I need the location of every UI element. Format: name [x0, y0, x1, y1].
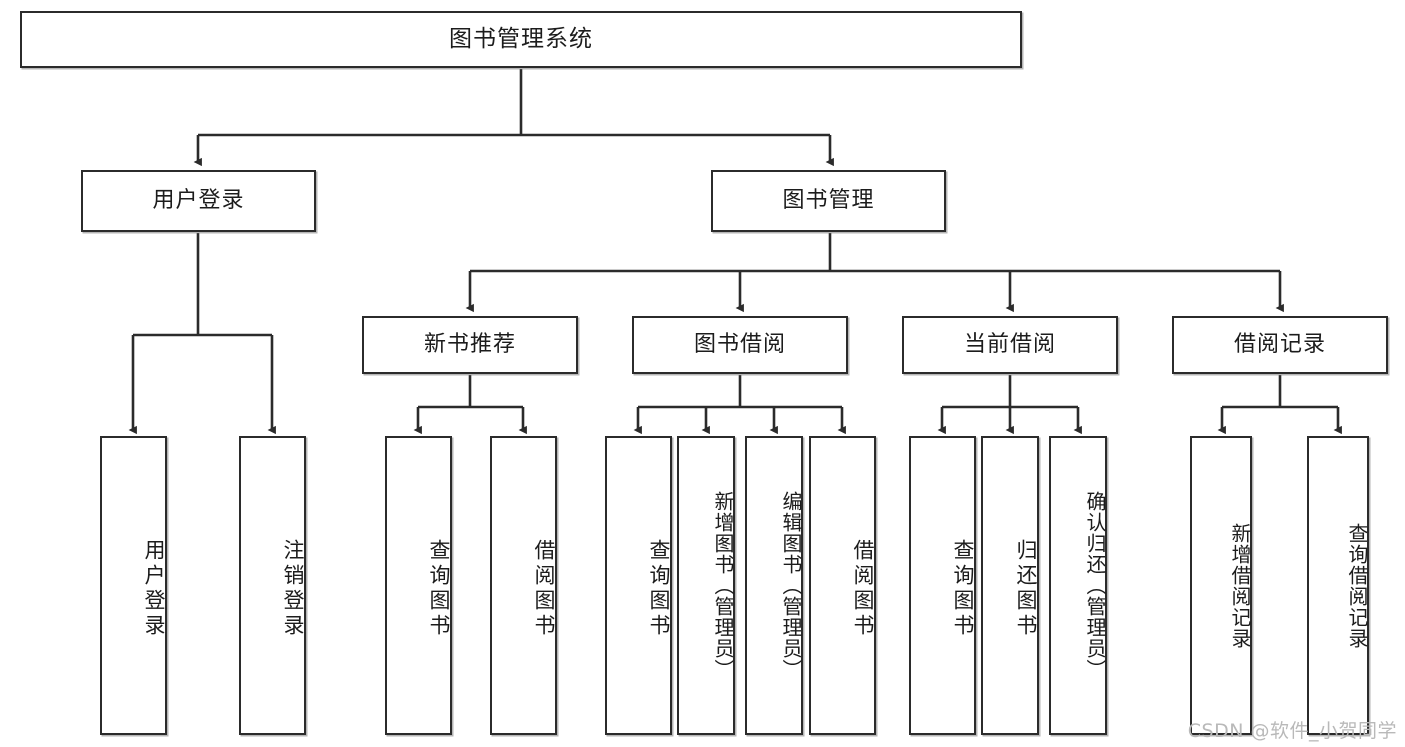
node-leaf-return-book[interactable]: 归还图书	[981, 436, 1039, 735]
node-leaf-query-book-2-label: 查询图书	[647, 538, 671, 639]
node-leaf-query-book-2[interactable]: 查询图书	[605, 436, 672, 735]
node-leaf-return-book-label: 归还图书	[1014, 538, 1038, 639]
node-leaf-confirm-return[interactable]: 确认归还（管理员）	[1049, 436, 1107, 735]
node-leaf-query-record[interactable]: 查询借阅记录	[1307, 436, 1369, 735]
node-leaf-query-book-1-label: 查询图书	[427, 538, 451, 639]
node-leaf-borrow-book-1[interactable]: 借阅图书	[490, 436, 557, 735]
node-leaf-add-record[interactable]: 新增借阅记录	[1190, 436, 1252, 735]
node-book-management-label: 图书管理	[782, 187, 875, 213]
node-book-borrow-label: 图书借阅	[693, 331, 786, 357]
node-book-management[interactable]: 图书管理	[711, 170, 946, 232]
csdn-watermark: CSDN @软件_小贺同学	[1187, 720, 1397, 742]
node-leaf-borrow-book-2-label: 借阅图书	[851, 538, 875, 639]
node-leaf-query-book-3-label: 查询图书	[951, 538, 975, 639]
node-leaf-user-login[interactable]: 用户登录	[100, 436, 167, 735]
node-leaf-add-book[interactable]: 新增图书（管理员）	[677, 436, 735, 735]
node-user-login-label: 用户登录	[152, 187, 245, 213]
node-new-book-recommend[interactable]: 新书推荐	[362, 316, 578, 374]
node-borrow-record-label: 借阅记录	[1233, 331, 1326, 357]
node-leaf-query-book-3[interactable]: 查询图书	[909, 436, 976, 735]
node-current-borrow-label: 当前借阅	[963, 331, 1056, 357]
node-leaf-logout[interactable]: 注销登录	[239, 436, 306, 735]
node-leaf-add-book-label: 新增图书（管理员）	[711, 491, 735, 680]
node-borrow-record[interactable]: 借阅记录	[1172, 316, 1388, 374]
node-user-login[interactable]: 用户登录	[81, 170, 316, 232]
node-leaf-edit-book[interactable]: 编辑图书（管理员）	[745, 436, 803, 735]
node-leaf-query-record-label: 查询借阅记录	[1345, 522, 1369, 649]
node-leaf-confirm-return-label: 确认归还（管理员）	[1083, 491, 1107, 680]
node-leaf-add-record-label: 新增借阅记录	[1228, 522, 1252, 649]
node-leaf-logout-label: 注销登录	[281, 538, 305, 639]
node-leaf-borrow-book-1-label: 借阅图书	[532, 538, 556, 639]
node-leaf-user-login-label: 用户登录	[142, 538, 166, 639]
node-leaf-query-book-1[interactable]: 查询图书	[385, 436, 452, 735]
node-root-label: 图书管理系统	[449, 25, 593, 52]
node-book-borrow[interactable]: 图书借阅	[632, 316, 848, 374]
node-leaf-edit-book-label: 编辑图书（管理员）	[779, 491, 803, 680]
node-leaf-borrow-book-2[interactable]: 借阅图书	[809, 436, 876, 735]
node-current-borrow[interactable]: 当前借阅	[902, 316, 1118, 374]
node-root[interactable]: 图书管理系统	[20, 11, 1022, 68]
node-new-book-recommend-label: 新书推荐	[423, 331, 516, 357]
